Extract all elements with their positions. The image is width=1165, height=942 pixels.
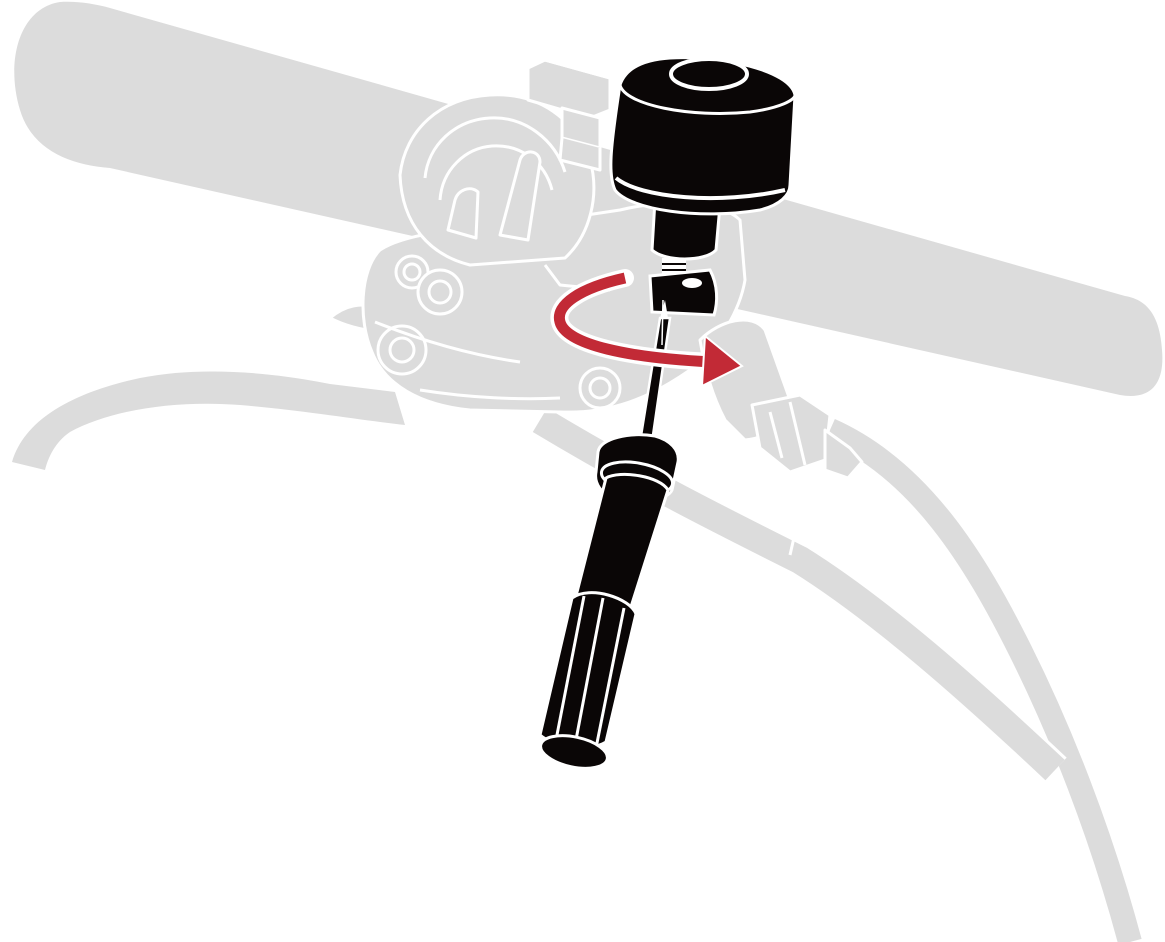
brake-lever-blade bbox=[12, 305, 405, 470]
